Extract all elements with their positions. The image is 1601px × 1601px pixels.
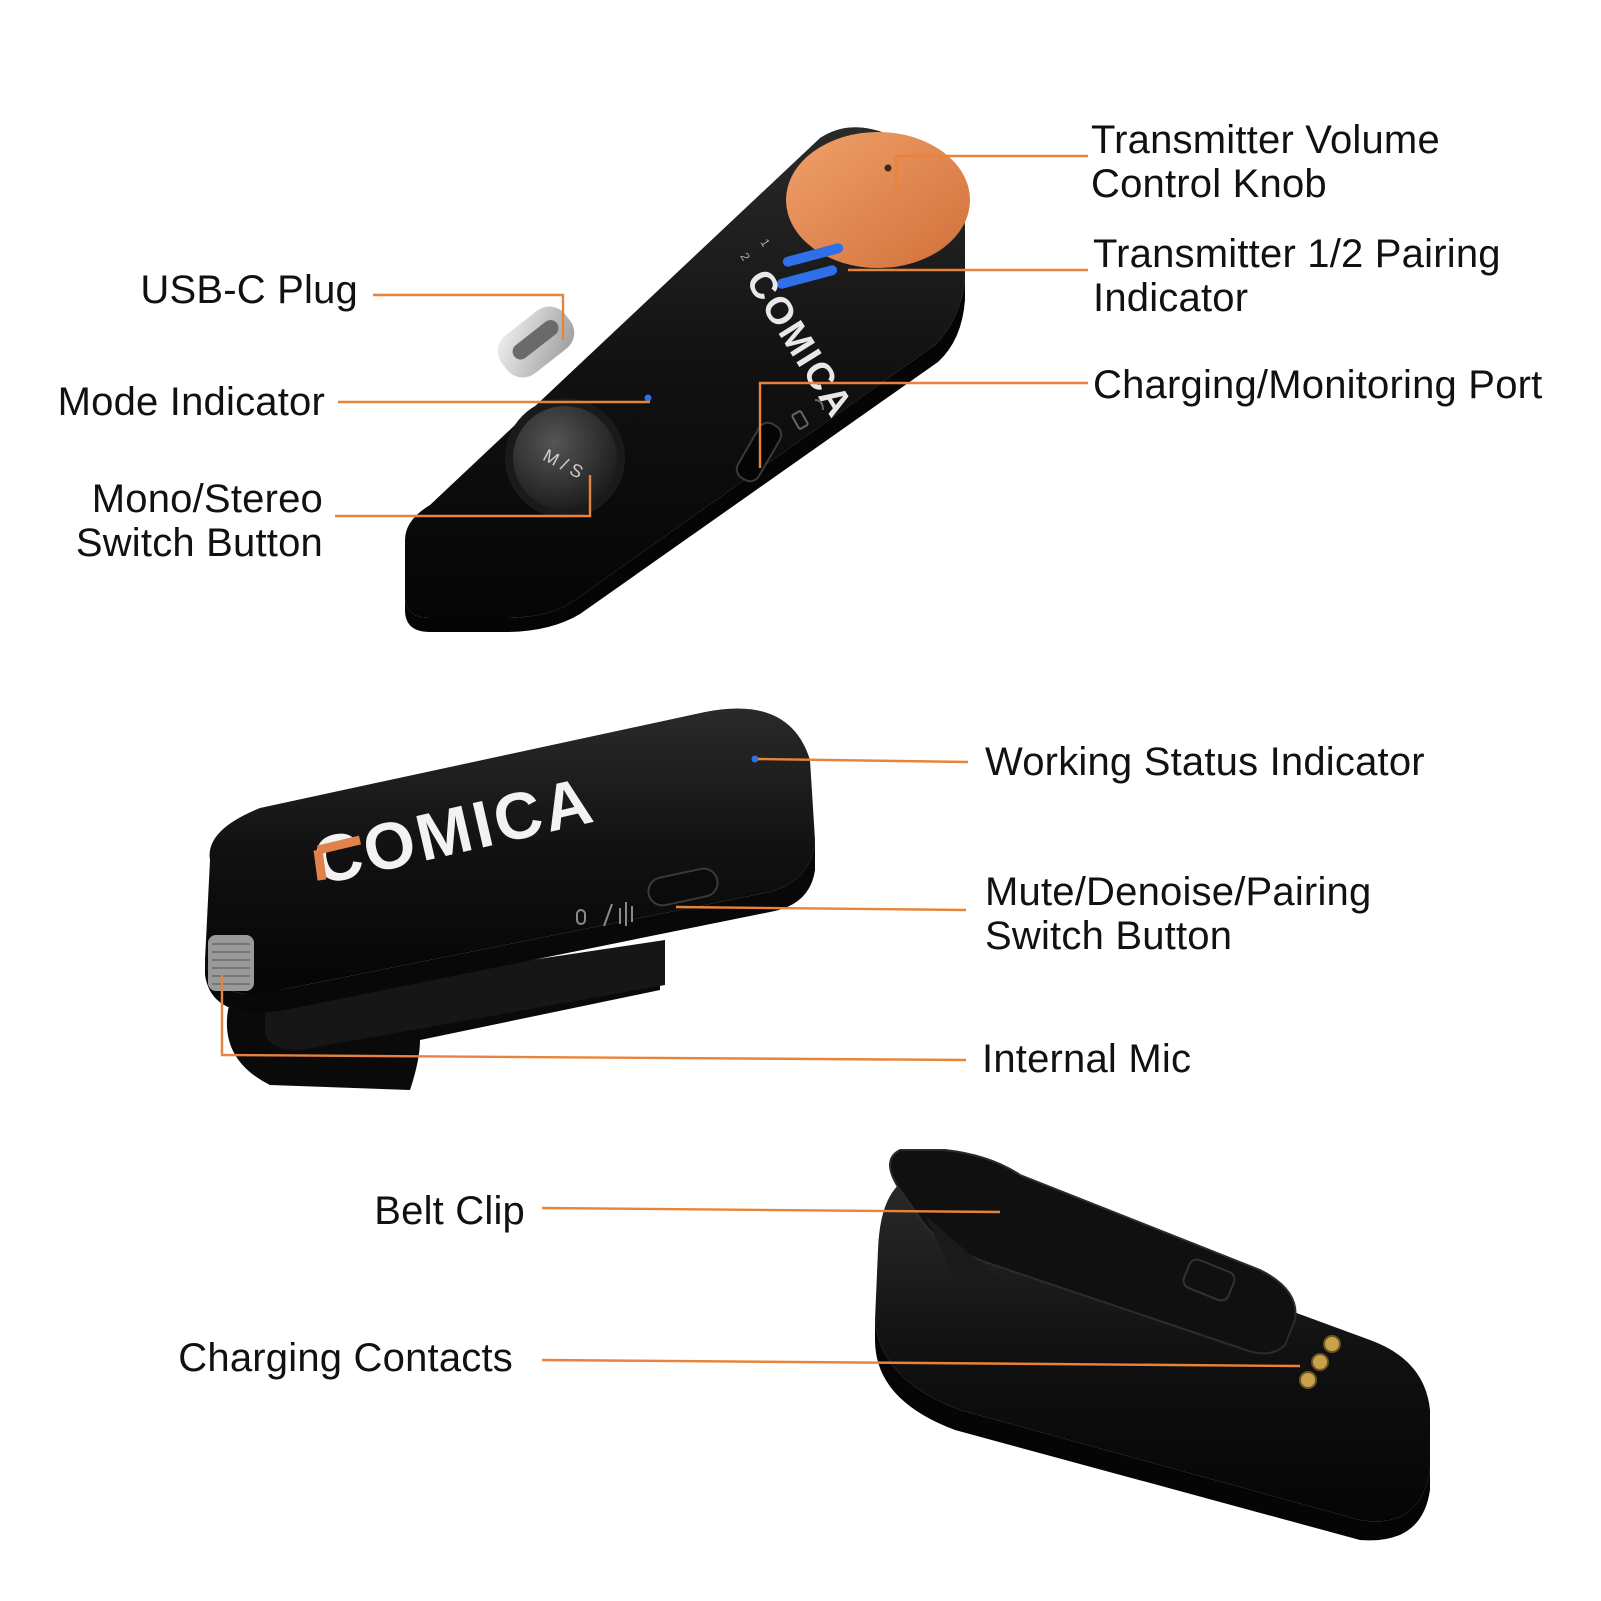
label-working-status: Working Status Indicator xyxy=(985,740,1425,784)
label-pairing-line1: Transmitter 1/2 Pairing xyxy=(1093,232,1501,276)
leader-internal-mic xyxy=(220,975,967,1062)
label-usb-c: USB-C Plug xyxy=(105,268,358,312)
leader-charging-port xyxy=(758,381,1088,468)
label-volume-knob-line1: Transmitter Volume xyxy=(1091,118,1440,162)
label-belt-clip-text: Belt Clip xyxy=(374,1189,525,1233)
label-charging-contacts: Charging Contacts xyxy=(120,1336,513,1380)
usb-c-plug xyxy=(497,306,575,378)
label-mute-switch: Mute/Denoise/Pairing Switch Button xyxy=(985,870,1371,958)
leader-belt-clip xyxy=(541,1206,1001,1214)
leader-lines xyxy=(220,154,1301,1368)
label-mono-stereo-line1: Mono/Stereo xyxy=(91,477,323,521)
port-symbols-icon xyxy=(791,399,824,430)
label-charging-port: Charging/Monitoring Port xyxy=(1093,363,1542,407)
transmitter-back-device xyxy=(875,1149,1430,1541)
mute-denoise-pairing-button[interactable] xyxy=(646,866,720,908)
label-mono-stereo-line2: Switch Button xyxy=(75,521,323,565)
leader-mute-switch xyxy=(675,905,967,912)
transmitter-device: COMICA xyxy=(205,708,815,1090)
label-pairing-indicator: Transmitter 1/2 Pairing Indicator xyxy=(1093,232,1501,320)
label-mute-line2: Switch Button xyxy=(985,914,1233,958)
label-mode-indicator: Mode Indicator xyxy=(20,380,325,424)
label-internal-mic: Internal Mic xyxy=(982,1037,1191,1081)
label-charging-contacts-text: Charging Contacts xyxy=(178,1336,513,1380)
mono-stereo-button[interactable]: M / S xyxy=(505,398,625,518)
receiver-device: 1 2 COMICA M / S xyxy=(405,127,970,632)
working-status-light xyxy=(751,755,759,763)
leader-volume-knob xyxy=(894,154,1088,195)
volume-knob[interactable] xyxy=(786,132,970,268)
label-usb-c-text: USB-C Plug xyxy=(140,268,358,312)
label-internal-mic-text: Internal Mic xyxy=(982,1037,1192,1081)
internal-mic-grille xyxy=(208,935,254,991)
leader-charging-contacts xyxy=(541,1358,1301,1368)
label-mode-indicator-text: Mode Indicator xyxy=(57,380,325,424)
leader-mono-stereo xyxy=(335,475,592,518)
mic-waveform-icon xyxy=(576,902,633,927)
mode-indicator-light xyxy=(644,394,652,402)
charging-contacts xyxy=(1299,1335,1341,1389)
label-working-status-text: Working Status Indicator xyxy=(985,740,1425,784)
leader-working-status xyxy=(757,757,969,764)
transmitter-body xyxy=(205,708,815,994)
leader-usb-c xyxy=(373,293,565,340)
label-mono-stereo: Mono/Stereo Switch Button xyxy=(40,477,323,565)
label-charging-port-text: Charging/Monitoring Port xyxy=(1093,363,1543,407)
label-pairing-line2: Indicator xyxy=(1093,276,1249,320)
label-volume-knob: Transmitter Volume Control Knob xyxy=(1091,118,1440,206)
label-volume-knob-line2: Control Knob xyxy=(1091,162,1327,206)
label-mute-line1: Mute/Denoise/Pairing xyxy=(985,870,1372,914)
pairing-indicator-2 xyxy=(776,265,838,289)
label-belt-clip: Belt Clip xyxy=(300,1189,525,1233)
pairing-indicator-1 xyxy=(782,243,844,267)
